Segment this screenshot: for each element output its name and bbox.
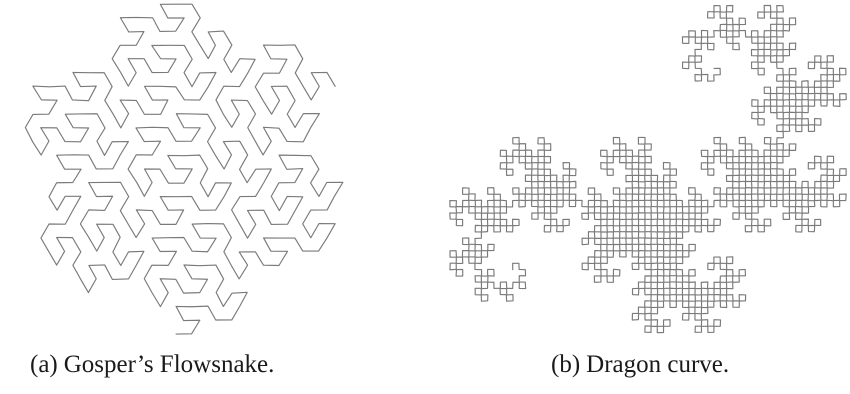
caption-b: (b)Dragon curve. — [551, 352, 729, 377]
dragon-curve — [449, 4, 847, 334]
caption-a-tag: (a) — [30, 351, 58, 378]
gosper-flowsnake-curve — [24, 3, 344, 335]
caption-b-tag: (b) — [551, 351, 581, 378]
caption-b-text: Dragon curve. — [586, 351, 730, 378]
figure-panel-dragon: (b)Dragon curve. — [440, 0, 850, 394]
caption-a-text: Gosper’s Flowsnake. — [63, 351, 275, 378]
figure-panel-gosper: (a)Gosper’s Flowsnake. — [0, 0, 380, 394]
caption-a: (a)Gosper’s Flowsnake. — [30, 352, 274, 377]
